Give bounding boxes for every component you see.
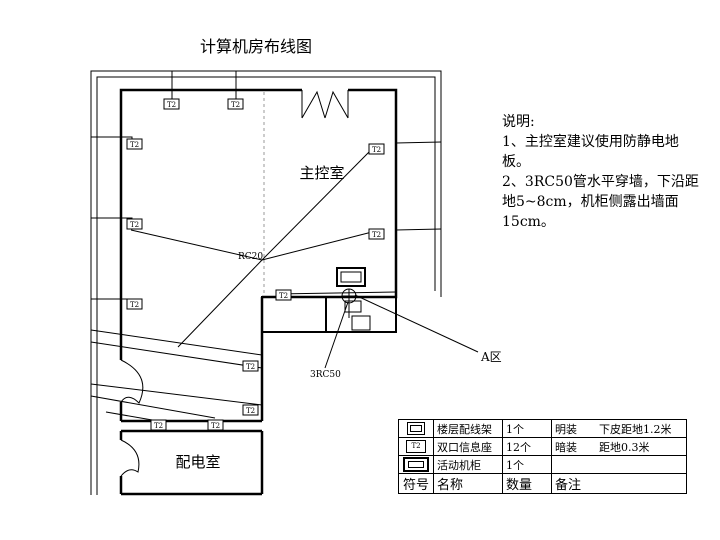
- legend-note: 明装下皮距地1.2米: [551, 419, 687, 438]
- svg-text:T2: T2: [130, 221, 139, 229]
- diagram-title: 计算机房布线图: [200, 37, 312, 56]
- outlet-t2: T2: [368, 228, 385, 240]
- legend-symbol: [398, 455, 434, 474]
- outlet-t2: T2: [163, 98, 180, 110]
- legend-header: 符号 名称 数量 备注: [398, 473, 687, 494]
- svg-text:T2: T2: [130, 141, 139, 149]
- svg-text:T2: T2: [211, 422, 220, 430]
- svg-text:T2: T2: [167, 101, 176, 109]
- svg-text:T2: T2: [372, 231, 381, 239]
- power-room-label: 配电室: [175, 453, 220, 471]
- cable-runs: [90, 148, 479, 422]
- legend-name: 活动机柜: [433, 455, 503, 474]
- dual-outlet-icon: T2: [406, 440, 426, 454]
- svg-text:T2: T2: [372, 146, 381, 154]
- legend-qty: 1个: [502, 455, 552, 474]
- notes-item: 1、主控室建议使用防静电地板。: [502, 134, 679, 170]
- floor-distribution-rack-icon: [407, 422, 425, 436]
- legend-symbol: T2: [398, 437, 434, 456]
- notes-item: 2、3RC50管水平穿墙，下沿距地5~8cm，机柜侧露出墙面15cm。: [502, 174, 699, 230]
- legend-name: 双口信息座: [433, 437, 503, 456]
- power-room-door: [120, 439, 140, 477]
- area-a-label: A区: [480, 350, 502, 364]
- outlet-t2: T2: [207, 419, 224, 431]
- legend-note: 暗装距地0.3米: [551, 437, 687, 456]
- floor-distribution-rack-icon: [341, 288, 371, 331]
- svg-text:T2: T2: [246, 407, 255, 415]
- outer-wall: [90, 70, 442, 495]
- notes: 说明: 1、主控室建议使用防静电地板。 2、3RC50管水平穿墙，下沿距地5~8…: [502, 112, 702, 232]
- legend-header-note: 备注: [551, 473, 687, 494]
- outlet-t2: T2: [227, 98, 244, 110]
- side-door: [120, 359, 144, 404]
- legend-row: 活动机柜 1个: [398, 455, 687, 474]
- outlet-t2: T2: [126, 138, 143, 150]
- legend-row: 楼层配线架 1个 明装下皮距地1.2米: [398, 419, 687, 438]
- legend-note: [551, 455, 687, 474]
- legend-row: T2 双口信息座 12个 暗装距地0.3米: [398, 437, 687, 456]
- svg-text:T2: T2: [246, 363, 255, 371]
- outlet-t2: T2: [242, 404, 259, 416]
- outlet-t2: T2: [368, 143, 385, 155]
- legend-header-name: 名称: [433, 473, 503, 494]
- legend-header-qty: 数量: [502, 473, 552, 494]
- legend-name: 楼层配线架: [433, 419, 503, 438]
- legend-symbol: [398, 419, 434, 438]
- svg-text:T2: T2: [279, 292, 288, 300]
- outlet-t2: T2: [126, 298, 143, 310]
- outlet-t2: T2: [275, 289, 292, 301]
- svg-text:T2: T2: [154, 422, 163, 430]
- outlets: T2 T2 T2 T2 T2 T2 T2 T2 T2 T2 T2 T2: [126, 98, 385, 431]
- movable-cabinet-icon: [403, 457, 429, 472]
- rc20-label: RC20: [238, 252, 263, 262]
- main-door: [301, 90, 349, 119]
- legend-qty: 1个: [502, 419, 552, 438]
- service-rooms: [261, 296, 397, 333]
- legend-header-symbol: 符号: [398, 473, 434, 494]
- outlet-t2: T2: [126, 218, 143, 230]
- legend-qty: 12个: [502, 437, 552, 456]
- main-control-room-label: 主控室: [299, 164, 344, 182]
- svg-text:T2: T2: [130, 301, 139, 309]
- rc50-label: 3RC50: [310, 370, 341, 380]
- outlet-t2: T2: [150, 419, 167, 431]
- notes-heading: 说明:: [502, 114, 535, 130]
- svg-text:T2: T2: [231, 101, 240, 109]
- legend-table: 楼层配线架 1个 明装下皮距地1.2米 T2 双口信息座 12个 暗装距地0.3…: [398, 419, 687, 494]
- outside-cables: [91, 71, 442, 306]
- movable-cabinet-icon: [336, 267, 366, 287]
- outlet-t2: T2: [242, 360, 259, 372]
